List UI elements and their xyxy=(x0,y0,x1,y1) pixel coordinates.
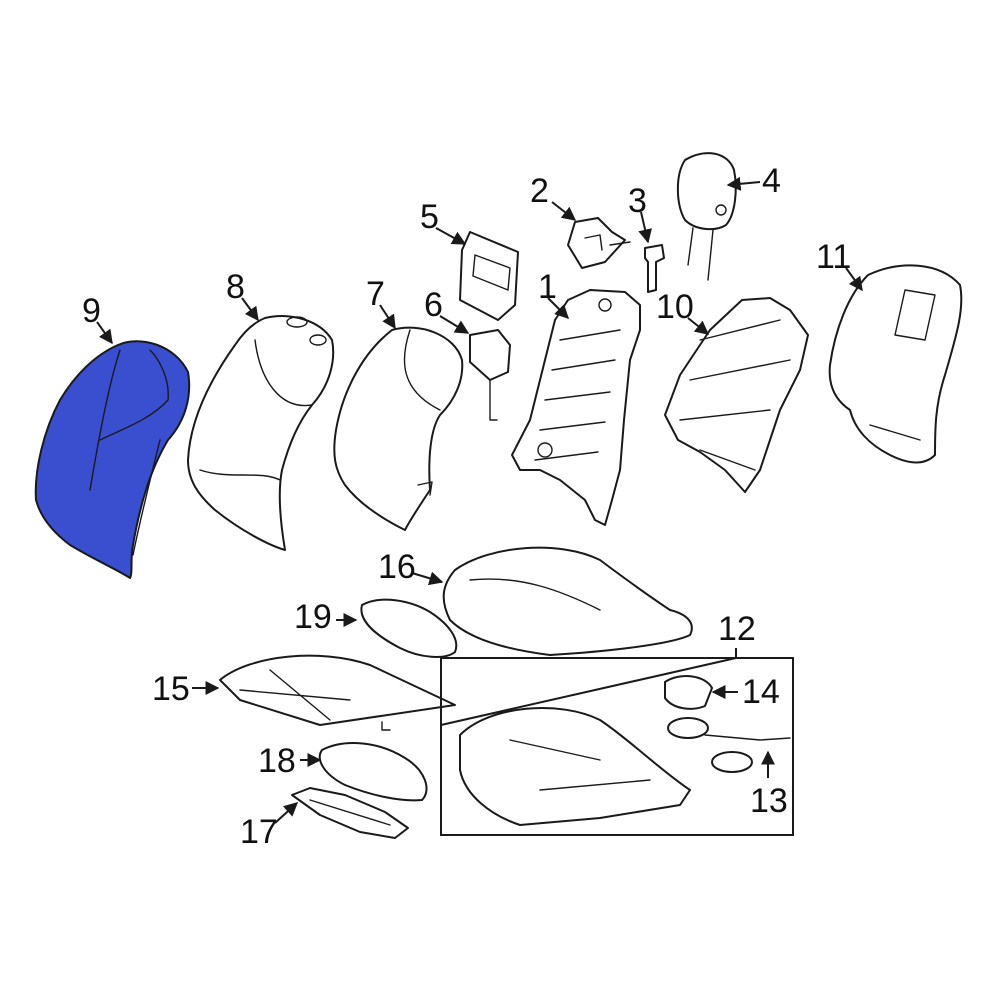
part-7-seat-back-pad[interactable] xyxy=(333,326,464,531)
callout-18: 18 xyxy=(258,742,296,780)
part-17-tray[interactable] xyxy=(291,787,409,839)
callout-2: 2 xyxy=(530,172,549,210)
callout-4: 4 xyxy=(762,162,781,200)
leader-17 xyxy=(274,802,299,824)
callout-9: 9 xyxy=(82,292,101,330)
callout-12: 12 xyxy=(718,610,756,648)
part-4-button xyxy=(715,204,727,216)
part-5-panel[interactable] xyxy=(459,231,519,321)
callout-10: 10 xyxy=(656,288,694,326)
part-8-seam-2 xyxy=(199,469,281,481)
part-12-cushion-frame[interactable] xyxy=(459,707,691,826)
part-8-grommet-2 xyxy=(309,334,327,346)
leader-4 xyxy=(726,176,761,191)
part-13-wire xyxy=(704,734,791,741)
callout-1: 1 xyxy=(538,268,557,306)
part-3-guide[interactable] xyxy=(644,244,665,293)
part-15-connector xyxy=(381,721,391,731)
part-7-clip xyxy=(417,481,433,496)
leader-8 xyxy=(241,297,259,322)
callout-labels: 9 8 7 5 6 1 2 3 4 10 11 16 19 15 18 17 1… xyxy=(82,162,851,851)
part-17-detail xyxy=(309,799,391,826)
part-11-back-shell[interactable] xyxy=(828,264,963,464)
part-4-posts xyxy=(687,227,714,281)
leader-1 xyxy=(547,297,569,319)
part-9-seam xyxy=(89,349,121,491)
callout-5: 5 xyxy=(420,198,439,236)
callout-6: 6 xyxy=(424,286,443,324)
part-10-ribs xyxy=(679,319,791,471)
part-1-seat-back-frame[interactable] xyxy=(511,289,641,526)
leader-9 xyxy=(96,321,113,345)
leader-5 xyxy=(435,227,467,245)
part-1-hole xyxy=(537,442,553,458)
leader-10 xyxy=(687,317,710,335)
callout-15: 15 xyxy=(152,670,190,708)
part-5-window xyxy=(472,254,511,291)
part-10-back-panel[interactable] xyxy=(664,297,809,493)
part-9-panel xyxy=(99,349,169,441)
leader-16 xyxy=(411,571,444,586)
part-8-seam xyxy=(254,339,313,407)
part-8-seat-back-trim[interactable] xyxy=(187,315,335,551)
callout-8: 8 xyxy=(226,268,245,306)
part-7-seam xyxy=(403,329,441,411)
part-6-bracket[interactable] xyxy=(469,329,511,421)
part-14-ring[interactable] xyxy=(664,675,713,710)
part-11-recess xyxy=(894,289,936,341)
part-8-grommet xyxy=(286,316,308,328)
callout-14: 14 xyxy=(742,673,780,711)
part-18-pad[interactable] xyxy=(318,742,428,802)
part-13-harness[interactable] xyxy=(667,717,791,773)
leader-12-diag xyxy=(440,657,737,726)
part-6-wire xyxy=(489,379,498,421)
callout-3: 3 xyxy=(628,182,647,220)
part-1-hole-2 xyxy=(598,298,612,312)
leader-6 xyxy=(439,315,470,334)
part-1-springs xyxy=(534,329,621,461)
group-12-box xyxy=(440,657,794,836)
part-9-fill xyxy=(34,340,191,579)
leader-2 xyxy=(551,201,577,221)
callout-19: 19 xyxy=(294,598,332,636)
leader-11 xyxy=(845,267,863,292)
leader-lines xyxy=(96,176,863,824)
part-16-seam xyxy=(469,578,601,611)
callout-11: 11 xyxy=(816,238,851,276)
part-2-bracket[interactable] xyxy=(567,217,631,269)
part-15-seat-pan[interactable] xyxy=(219,654,456,731)
callout-16: 16 xyxy=(378,548,416,586)
part-9-seat-back-cover[interactable] xyxy=(34,340,191,579)
part-16-seat-cushion-cover[interactable] xyxy=(442,546,693,656)
part-19-pad[interactable] xyxy=(360,598,458,658)
callout-7: 7 xyxy=(366,275,385,313)
callout-13: 13 xyxy=(750,782,788,820)
leader-7 xyxy=(379,304,396,330)
callout-17: 17 xyxy=(240,813,278,851)
part-12-detail xyxy=(509,739,651,791)
part-9-edge xyxy=(132,439,161,556)
leader-3 xyxy=(638,211,652,244)
part-2-detail xyxy=(584,234,631,251)
part-15-wires xyxy=(239,669,351,721)
part-11-vent xyxy=(869,424,921,441)
part-4-headrest[interactable] xyxy=(676,152,737,281)
